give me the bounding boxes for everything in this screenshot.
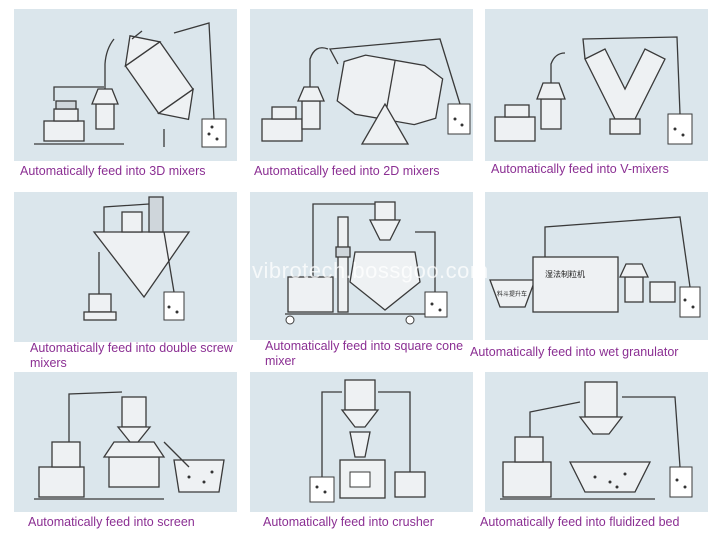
caption-3d-mixers: Automatically feed into 3D mixers	[20, 164, 206, 178]
panel-square-cone-mixer	[250, 192, 473, 340]
machine-label: 湿法制粒机	[545, 269, 585, 279]
caption-double-screw-mixers: Automatically feed into double screw mix…	[30, 341, 233, 370]
2d-mixer-diagram-icon	[261, 38, 471, 145]
panel-3d-mixers	[14, 9, 237, 161]
3d-mixer-diagram-icon	[34, 22, 227, 148]
caption-crusher: Automatically feed into crusher	[263, 515, 434, 529]
crusher-diagram-icon	[309, 379, 426, 503]
screen-diagram-icon	[34, 391, 225, 500]
panel-screen	[14, 372, 237, 512]
double-screw-mixer-diagram-icon	[83, 196, 191, 321]
caption-square-cone-mixer: Automatically feed into square cone mixe…	[265, 339, 464, 368]
fluidized-bed-diagram-icon	[500, 381, 693, 500]
panel-2d-mixers	[250, 9, 473, 161]
caption-fluidized-bed: Automatically feed into fluidized bed	[480, 515, 680, 529]
watermark: vibrotech.bossgoo.com	[252, 258, 489, 283]
square-cone-mixer-diagram-icon	[285, 201, 448, 325]
panel-wet-granulator: 湿法制粒机 料斗提升车	[485, 192, 708, 340]
panel-fluidized-bed	[485, 372, 708, 512]
caption-v-mixers: Automatically feed into V-mixers	[491, 162, 669, 176]
panel-double-screw-mixers	[14, 192, 237, 342]
v-mixer-diagram-icon	[494, 36, 693, 145]
wet-granulator-diagram-icon: 湿法制粒机 料斗提升车	[489, 216, 701, 318]
caption-wet-granulator: Automatically feed into wet granulator	[470, 345, 679, 359]
cart-label: 料斗提升车	[497, 290, 527, 298]
panel-crusher	[250, 372, 473, 512]
caption-2d-mixers: Automatically feed into 2D mixers	[254, 164, 440, 178]
caption-screen: Automatically feed into screen	[28, 515, 195, 529]
panel-v-mixers	[485, 9, 708, 161]
